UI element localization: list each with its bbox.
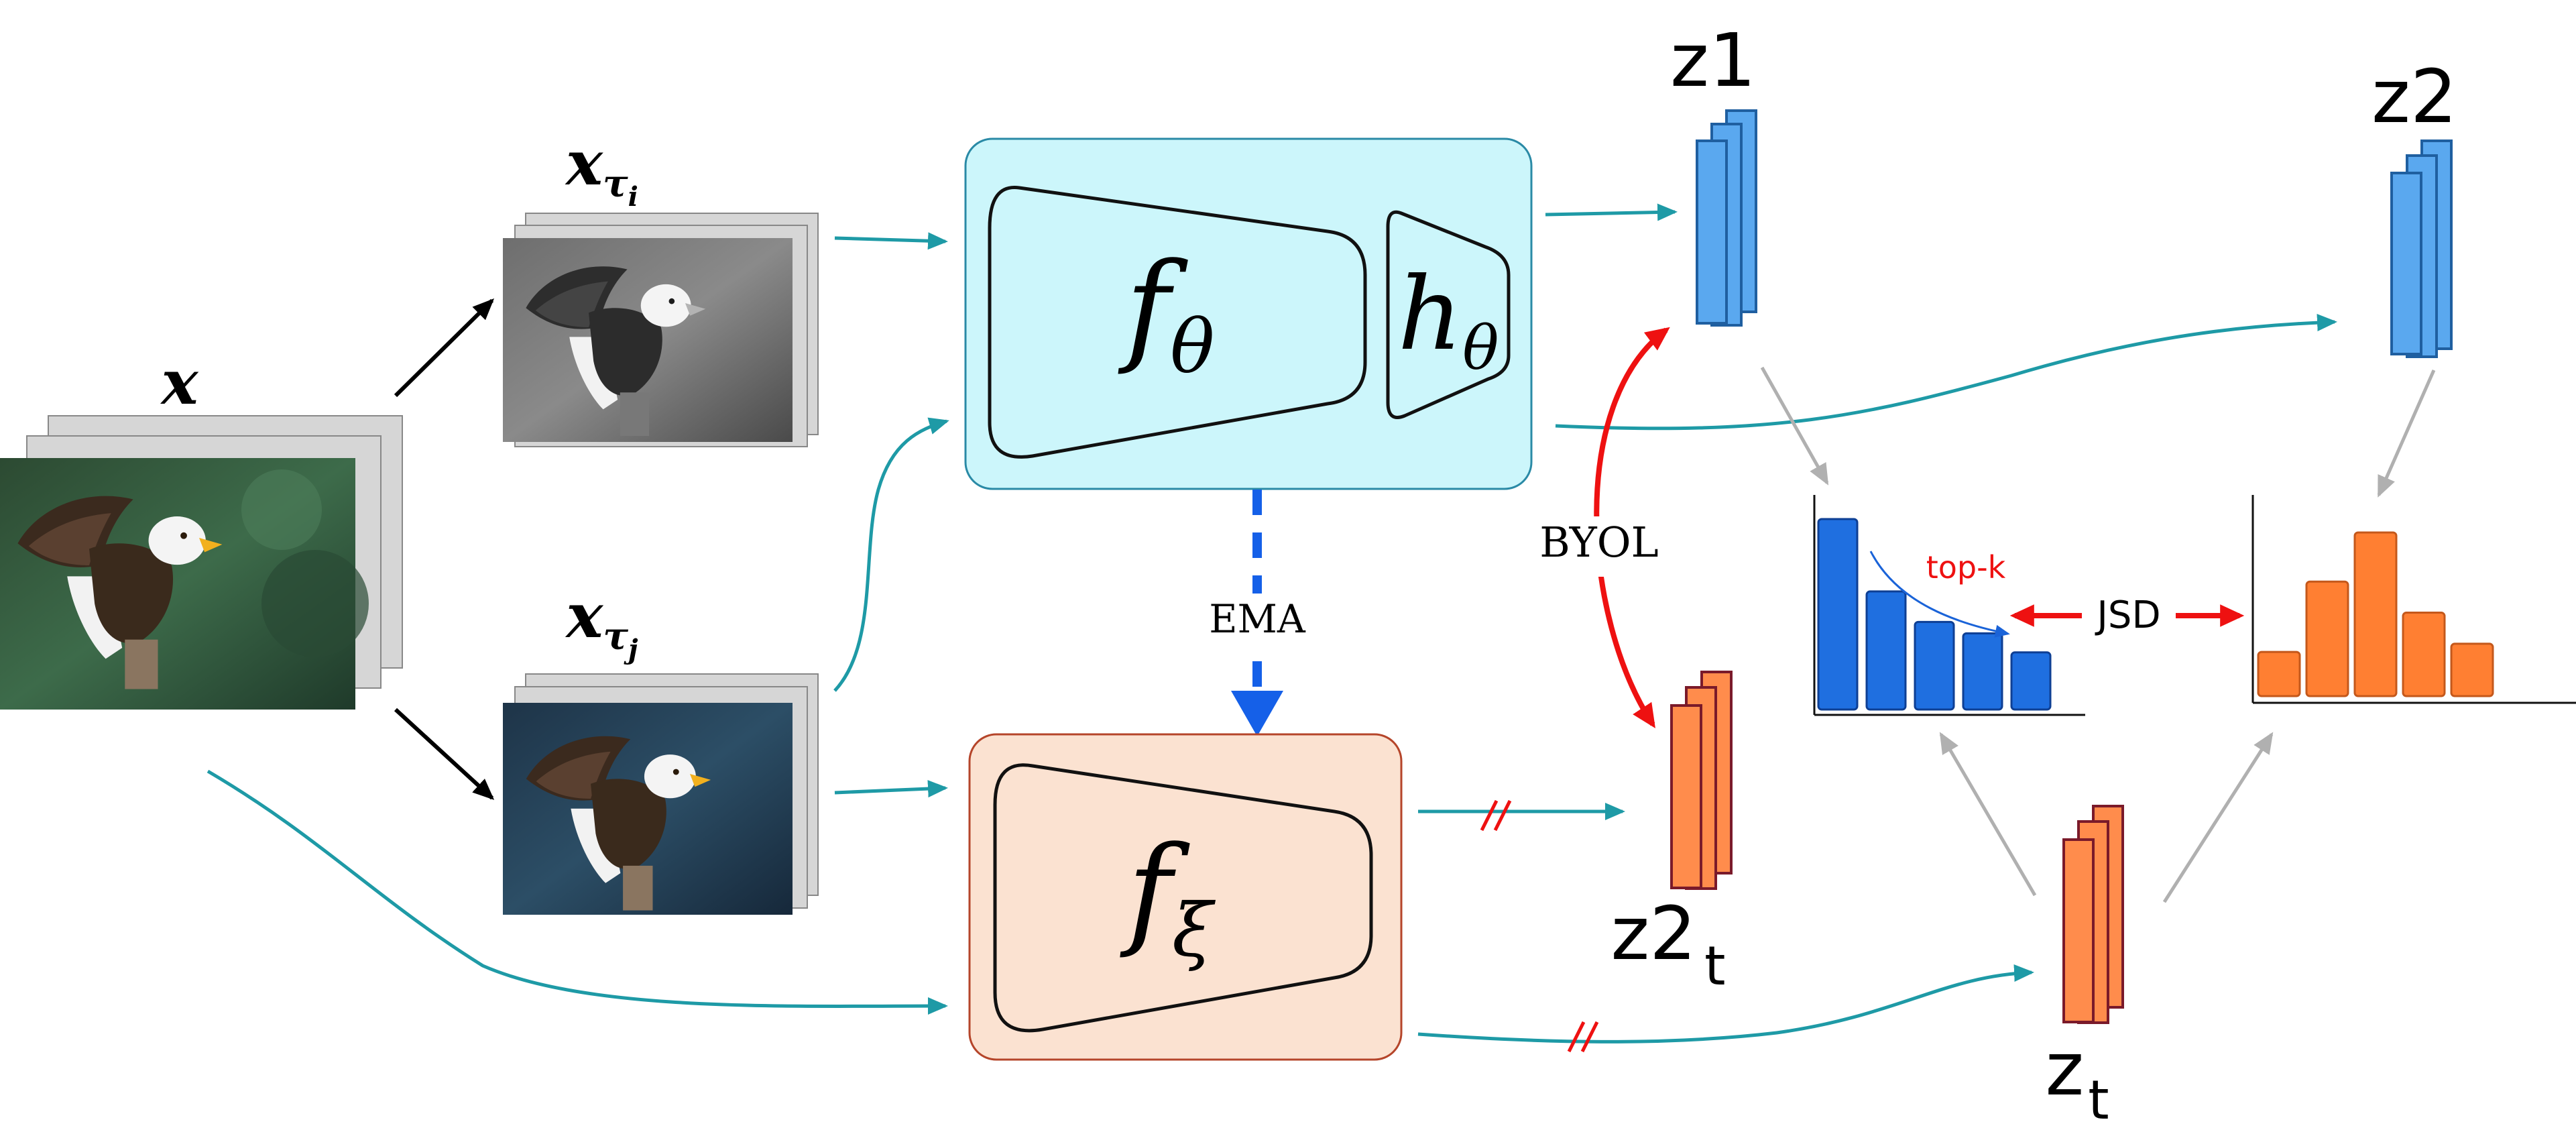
byol-label: BYOL (1539, 518, 1658, 567)
zt-label: zt (2045, 1026, 2109, 1128)
arrow-online-to-z2 (1555, 313, 2337, 431)
input-image-stack (0, 415, 403, 710)
target-encoder-label: fξ (1119, 821, 1216, 973)
histogram-right-bar-3 (2353, 531, 2398, 697)
z1-label: z1 (1670, 17, 1756, 103)
target-network-box (968, 733, 1403, 1061)
online-encoder-shape (988, 186, 1367, 459)
histogram-left (1813, 495, 2085, 716)
stop-gradient-mark-1 (1480, 799, 1512, 832)
arrow-z2-to-hist-right (2377, 369, 2436, 498)
input-image (0, 458, 369, 710)
online-network: fθ hθ (964, 137, 1533, 490)
histogram-right-bar-1 (2257, 651, 2301, 697)
view-j-label: xτj (565, 579, 638, 665)
histogram-left-bar-5 (2010, 651, 2052, 711)
augment-arrow-j (394, 708, 495, 800)
ema-arrow-head (1231, 691, 1283, 736)
arrow-input-to-target (207, 769, 948, 1015)
ema-label-bg (1200, 594, 1314, 647)
histogram-left-bar-1 (1817, 518, 1859, 711)
histogram-right-bar-5 (2450, 642, 2494, 697)
view-i-image-stack (503, 213, 819, 447)
target-network: fξ (968, 733, 1403, 1061)
topk-arrow (1869, 551, 2010, 638)
arrow-zt-to-hist-right (2162, 732, 2274, 903)
jsd-label: JSD (2095, 594, 2160, 637)
z2-embedding (2390, 139, 2453, 358)
online-head-shape (1386, 210, 1511, 419)
histogram-left-bar-4 (1962, 632, 2003, 711)
view-i-image (503, 238, 793, 442)
byol-arrow (1594, 327, 1670, 729)
online-network-box (964, 137, 1533, 490)
arrow-zt-to-hist-left (1939, 732, 2037, 897)
histogram-left-bar-2 (1865, 590, 1907, 711)
arrow-online-to-z1 (1545, 203, 1678, 221)
augment-arrow-i (394, 298, 495, 398)
histogram-right (2251, 495, 2576, 704)
histogram-right-bar-2 (2305, 580, 2349, 697)
z1-embedding (1696, 109, 1757, 327)
online-head-label: hθ (1398, 256, 1499, 384)
arrow-z1-to-hist-left (1760, 366, 1829, 486)
arrow-target-to-zt (1417, 964, 2034, 1044)
histogram-left-bar-3 (1914, 620, 1955, 711)
topk-label: top-k (1926, 549, 2006, 585)
arrow-view-j-to-online (833, 417, 949, 692)
arrow-view-i-to-online (834, 232, 948, 250)
ema-label: EMA (1209, 596, 1306, 642)
view-j-image-stack (503, 673, 819, 915)
histogram-right-bar-4 (2402, 612, 2446, 697)
z2t-embedding (1670, 671, 1733, 890)
byol-label-bg (1522, 516, 1676, 577)
arrow-view-j-to-target (834, 780, 948, 798)
input-label: x (160, 346, 199, 418)
z2-label: z2 (2372, 54, 2457, 139)
zt-embedding (2062, 805, 2124, 1024)
stop-gradient-mark-2 (1567, 1021, 1599, 1053)
jsd-label-bg (2082, 590, 2176, 641)
view-i-label: xτi (565, 127, 638, 213)
view-j-image (503, 703, 793, 915)
target-encoder-shape (993, 763, 1373, 1033)
